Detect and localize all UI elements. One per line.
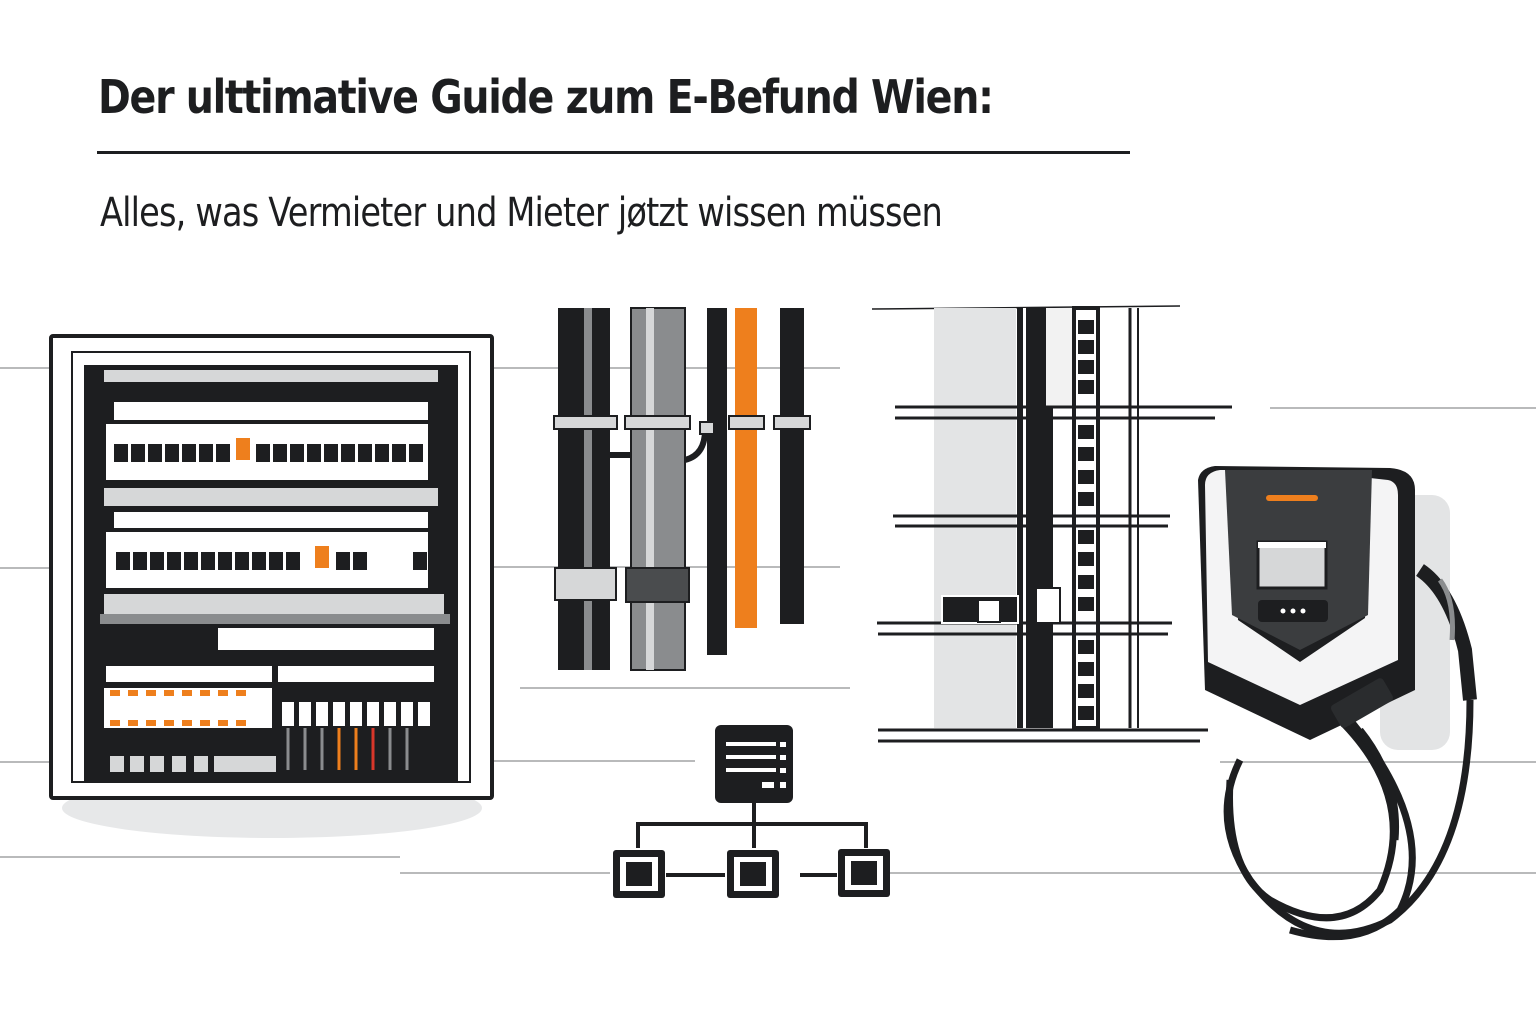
ev-charger-icon [1198, 466, 1477, 941]
pipes-icon [553, 307, 811, 671]
electrical-panel-icon [49, 334, 494, 838]
title-divider [97, 151, 1130, 154]
page-subtitle: Alles, was Vermieter und Mieter jøtzt wi… [100, 190, 943, 236]
building-riser-icon [871, 305, 1232, 743]
page-title: Der ulttimative Guide zum E-Befund Wien: [98, 70, 994, 124]
network-hierarchy-icon [613, 725, 890, 898]
